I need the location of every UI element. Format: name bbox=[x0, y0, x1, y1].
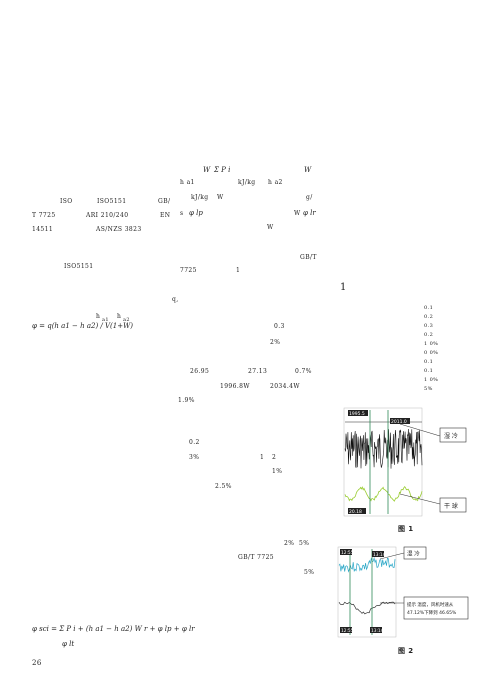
col2-w4: W bbox=[267, 224, 274, 231]
figure-2-label-bottom-1: 12:55 bbox=[341, 628, 354, 634]
formula-phi: φ = q(h a1 − h a2) / V(1+W) bbox=[32, 322, 134, 330]
col2-val3: 0.7% bbox=[295, 368, 312, 375]
figure-2-note-box bbox=[403, 596, 469, 620]
col2-val4: 1996.8W bbox=[220, 383, 250, 390]
figure-1-caption: 图 1 bbox=[398, 525, 414, 533]
col1-h1: h bbox=[96, 313, 101, 320]
col3-value-item: 0.1 bbox=[424, 305, 434, 311]
col2-phi-lr: φ lr bbox=[303, 209, 316, 217]
col2-25: 2.5% bbox=[215, 483, 232, 490]
col3-value-item: 0.1 bbox=[424, 368, 434, 374]
col2-w: W bbox=[203, 166, 211, 174]
col2-phi-lp: φ lp bbox=[189, 209, 203, 217]
figure-2-label-box-1 bbox=[340, 549, 352, 555]
col2-19: 1.9% bbox=[178, 397, 195, 404]
col1-line2a: T 7725 bbox=[32, 212, 56, 219]
col2-ha1: h a1 bbox=[180, 179, 195, 186]
col2-val1: 26.95 bbox=[190, 368, 210, 375]
formula-sci: φ sci = Σ P i + (h a1 − h a2) W r + φ lp… bbox=[32, 625, 195, 633]
figure-1-legend-dry-box bbox=[439, 497, 467, 513]
col2-ha2: h a2 bbox=[268, 179, 283, 186]
col2-q: q, bbox=[172, 296, 179, 303]
col2-2pct-b: 2% bbox=[284, 540, 295, 547]
col2-two: 2 bbox=[272, 454, 277, 461]
figure-2-caption: 图 2 bbox=[398, 647, 414, 655]
figure-1-plot-area bbox=[343, 407, 423, 517]
col1-line1c: GB/ bbox=[158, 198, 171, 205]
col3-value-item: 0.2 bbox=[424, 332, 434, 338]
figure-2-label-top-2: 13:14 bbox=[373, 552, 386, 558]
col2-gbt7725: GB/T 7725 bbox=[238, 554, 275, 561]
figure-2: 12:55 13:14 12:55 13:14 湿 冷 提示 温度，风机时速从 … bbox=[337, 546, 469, 638]
col2-w2: W bbox=[217, 194, 224, 201]
figure-1-label-bl: 20.18 bbox=[349, 509, 362, 515]
col1-h1-sub: a1 bbox=[102, 317, 109, 323]
figure-2-note-line2: 47.12%下降到 46.65% bbox=[407, 609, 457, 616]
col3-value-item: 0.1 bbox=[424, 359, 434, 365]
col1-line1a: ISO bbox=[60, 198, 73, 205]
col2-val2: 27.13 bbox=[248, 368, 268, 375]
col2-s: s bbox=[180, 210, 184, 217]
figure-2-label-box-2 bbox=[372, 551, 384, 557]
col2-2pct: 2% bbox=[270, 339, 281, 346]
figure-2-pointer-top bbox=[379, 552, 405, 560]
col2-5pct-b: 5% bbox=[304, 569, 315, 576]
figure-2-plot-area bbox=[337, 546, 397, 638]
col1-h2: h bbox=[117, 313, 122, 320]
col1-line1b: ISO5151 bbox=[97, 198, 127, 205]
col2-5pct: 5% bbox=[299, 540, 310, 547]
col2-kjkg: kJ/kg bbox=[238, 179, 256, 186]
figure-1-label-box-tl bbox=[348, 410, 368, 416]
col2-w-right: W bbox=[304, 166, 312, 174]
figure-1-legend-wet-box bbox=[439, 427, 467, 443]
col2-val5: 2034.4W bbox=[270, 383, 300, 390]
figure-2-label-box-4 bbox=[370, 627, 382, 633]
col1-line2b: ARI 210/240 bbox=[86, 212, 129, 219]
col2-g: g/ bbox=[306, 194, 313, 201]
col2-gbt: GB/T bbox=[300, 254, 317, 261]
formula-lt: φ lt bbox=[62, 640, 75, 648]
figure-1-pointer-bottom bbox=[399, 493, 441, 505]
col2-w3: W bbox=[294, 210, 301, 217]
col2-sum-p: Σ P i bbox=[214, 166, 231, 174]
col3-value-item: 0 0% bbox=[424, 350, 439, 356]
figure-1-pointer-top bbox=[399, 423, 441, 437]
col2-kjkg2: kJ/kg bbox=[191, 194, 209, 201]
col3-big-one: 1 bbox=[340, 282, 347, 293]
col2-one2: 1 bbox=[260, 454, 265, 461]
col1-line3b: AS/NZS 3823 bbox=[96, 226, 142, 233]
figure-1-series-dark bbox=[344, 428, 423, 469]
col1-line3a: 14511 bbox=[32, 226, 54, 233]
col2-02: 0.2 bbox=[189, 439, 200, 446]
figure-1-series-green bbox=[344, 486, 423, 502]
col3-value-item: 1 0% bbox=[424, 377, 439, 383]
col1-h2-sub: a2 bbox=[123, 317, 130, 323]
col1-line4: ISO5151 bbox=[64, 263, 94, 270]
figure-2-legend-box bbox=[403, 546, 427, 560]
figure-1-label-box-bl bbox=[348, 508, 366, 514]
col2-7725: 7725 bbox=[180, 267, 197, 274]
col2-1pct: 1% bbox=[272, 468, 283, 475]
col1-line2c: EN bbox=[160, 212, 171, 219]
col3-value-item: 1 0% bbox=[424, 341, 439, 347]
figure-1-legend-wet: 湿 冷 bbox=[444, 432, 458, 440]
col2-one: 1 bbox=[236, 267, 241, 274]
figure-2-legend-wet: 湿 冷 bbox=[407, 550, 420, 558]
figure-1-label-tl: 1995.5 bbox=[349, 411, 365, 417]
figure-1-label-box-tr bbox=[390, 418, 410, 424]
col2-3pct: 3% bbox=[189, 454, 200, 461]
figure-2-label-top-1: 12:55 bbox=[341, 550, 354, 556]
figure-1-label-tr: 2011.0 bbox=[391, 419, 407, 425]
col3-value-item: 5% bbox=[424, 386, 433, 392]
figure-1-legend-dry: 干 球 bbox=[444, 502, 458, 510]
col2-03: 0.3 bbox=[274, 323, 285, 330]
figure-2-note-line1: 提示 温度，风机时速从 bbox=[407, 601, 454, 608]
figure-2-label-bottom-2: 13:14 bbox=[371, 628, 384, 634]
figure-2-series-blue bbox=[338, 556, 396, 573]
figure-1: 1995.5 2011.0 20.18 湿 冷 干 球 bbox=[343, 407, 467, 517]
figure-2-label-box-3 bbox=[340, 627, 352, 633]
page-number: 26 bbox=[32, 659, 42, 667]
col3-value-item: 0.2 bbox=[424, 314, 434, 320]
col3-value-item: 0.3 bbox=[424, 323, 434, 329]
